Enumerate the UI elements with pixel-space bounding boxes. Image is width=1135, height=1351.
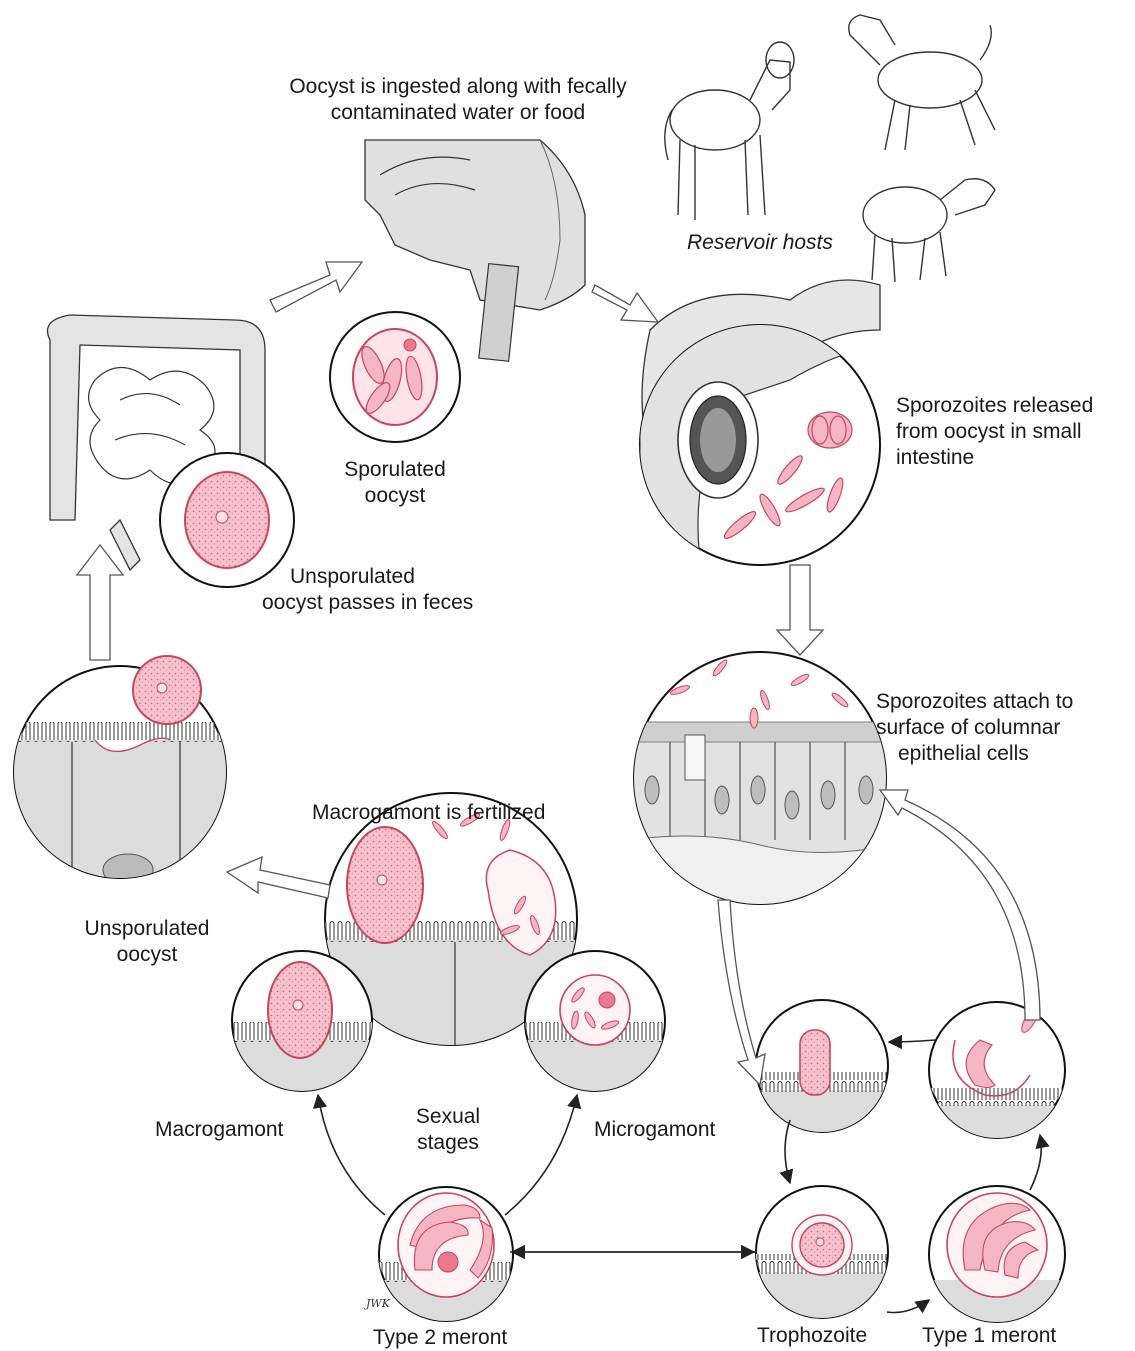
sexual-stages-label: Sexual stages	[398, 1104, 498, 1156]
ingest-label: Oocyst is ingested along with fecally co…	[248, 74, 668, 126]
sporulated-oocyst-circle	[330, 312, 460, 442]
sporozoites-released-label: Sporozoites released from oocyst in smal…	[896, 393, 1093, 471]
sporozoites-attach-circle	[630, 652, 890, 910]
arrow-attach-to-troph	[718, 900, 765, 1085]
sporozoites-attach-label: Sporozoites attach to surface of columna…	[876, 689, 1073, 767]
lamb-icon	[849, 15, 995, 150]
type-1-meront-circle	[925, 1186, 1070, 1325]
sporulated-line1: Sporulated	[320, 457, 470, 483]
sexual-line2: stages	[398, 1130, 498, 1156]
type-1-meront-label: Type 1 meront	[922, 1323, 1056, 1349]
oocyst-passes-label: Unsporulated oocyst passes in feces	[262, 564, 473, 616]
microgamont-circle	[520, 951, 670, 1100]
arrow-sporoz-return	[880, 790, 1040, 1020]
sexual-line1: Sexual	[398, 1104, 498, 1130]
unsporulated-line2: oocyst	[62, 942, 232, 968]
macrogamont-fertilized-label: Macrogamont is fertilized	[312, 800, 545, 826]
arrow-to-unsporulated	[227, 857, 330, 898]
arrow-down-to-attach	[777, 565, 823, 655]
type-2-meront-label: Type 2 meront	[373, 1325, 507, 1351]
ingest-label-line1: Oocyst is ingested along with fecally	[248, 74, 668, 100]
sporulated-oocyst-label: Sporulated oocyst	[320, 457, 470, 509]
microgamont-label: Microgamont	[594, 1117, 715, 1143]
unsporulated-oocyst-label: Unsporulated oocyst	[62, 916, 232, 968]
artist-signature: JWK	[366, 1297, 390, 1310]
sheep-icon	[863, 179, 995, 282]
passes-line1: Unsporulated	[262, 564, 473, 590]
trophozoite-upper-circle	[755, 1000, 890, 1135]
released-line2: from oocyst in small	[896, 419, 1093, 445]
attach-line3: epithelial cells	[876, 741, 1073, 767]
sporulated-line2: oocyst	[320, 483, 470, 509]
passes-line2: oocyst passes in feces	[262, 590, 473, 616]
type-2-meront-circle	[375, 1187, 525, 1330]
unsporulated-oocyst-tissue-circle	[10, 656, 230, 890]
attach-line2: surface of columnar	[876, 715, 1073, 741]
arrow-to-intestine	[592, 285, 658, 322]
macrogamont-label: Macrogamont	[155, 1117, 283, 1143]
attach-line1: Sporozoites attach to	[876, 689, 1073, 715]
reservoir-hosts-label: Reservoir hosts	[687, 230, 833, 256]
released-line1: Sporozoites released	[896, 393, 1093, 419]
released-line3: intestine	[896, 445, 1093, 471]
arrow-to-head	[270, 262, 362, 312]
calf-icon	[665, 42, 794, 220]
trophozoite-label: Trophozoite	[757, 1323, 867, 1349]
arrow-feces-up	[77, 545, 123, 660]
sporozoite-in-cell-circle	[925, 1002, 1070, 1145]
ingest-label-line2: contaminated water or food	[248, 100, 668, 126]
trophozoite-circle	[755, 1186, 890, 1322]
unsporulated-line1: Unsporulated	[62, 916, 232, 942]
